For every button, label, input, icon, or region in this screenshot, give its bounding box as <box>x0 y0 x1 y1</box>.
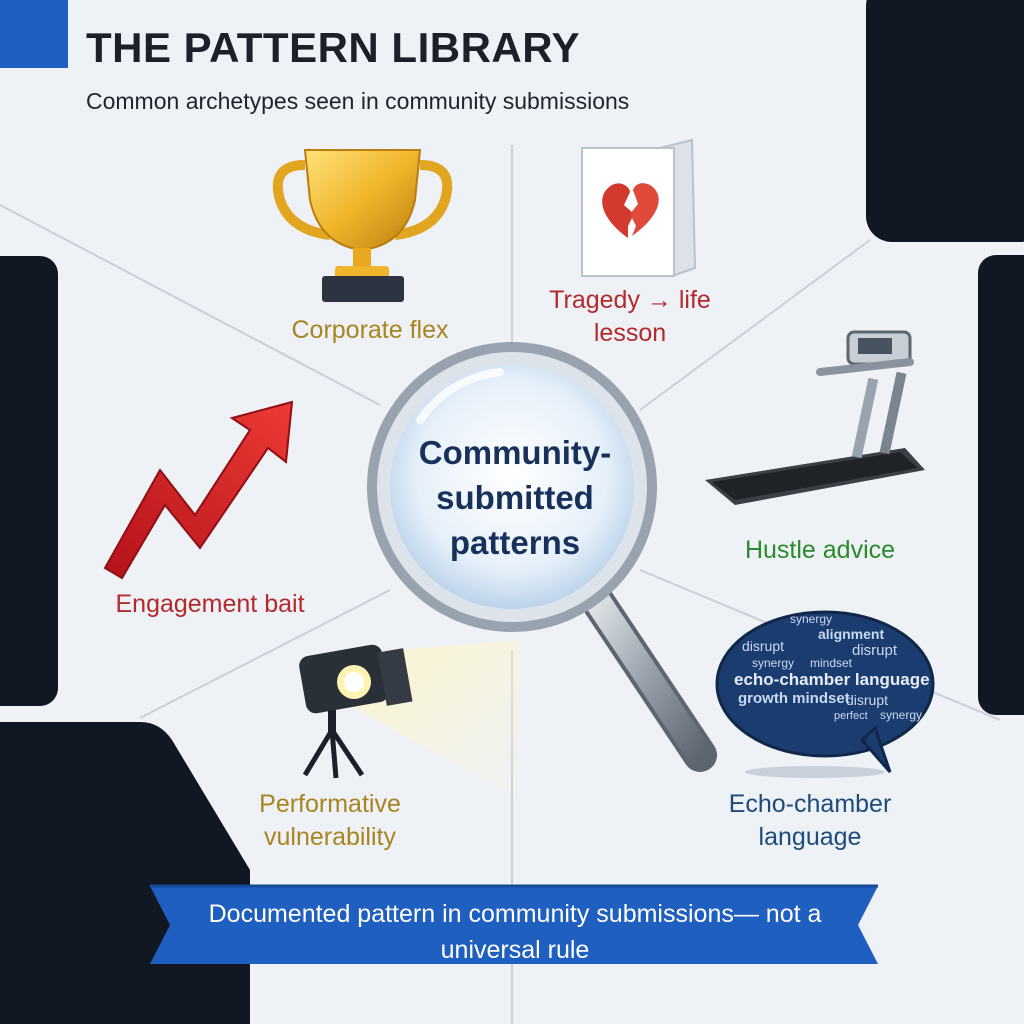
word-cloud-word: disrupt <box>742 638 785 654</box>
banner-text: Documented pattern in community submissi… <box>208 900 822 964</box>
word-cloud-word: synergy <box>790 612 833 626</box>
page-title: THE PATTERN LIBRARY <box>86 24 581 71</box>
broken-heart-card-icon <box>581 138 697 278</box>
word-cloud-word: growth mindset <box>738 690 850 707</box>
trending-arrow-icon <box>103 400 294 580</box>
word-cloud-word: mindset <box>810 656 853 670</box>
word-cloud-word: synergy <box>880 708 923 722</box>
word-cloud-word: synergy <box>752 656 795 670</box>
pattern-label-hustle-advice: Hustle advice <box>744 536 896 564</box>
pattern-label-corporate-flex: Corporate flex <box>291 316 449 344</box>
word-cloud-bubble-icon <box>715 610 935 778</box>
treadmill-icon <box>705 330 925 505</box>
pattern-label-tragedy-life-lesson: Tragedy → life lesson <box>549 286 711 347</box>
pattern-label-performative-vulnerability: Performative vulnerability <box>259 790 401 851</box>
word-cloud-word: perfect <box>834 710 868 722</box>
word-cloud-word: echo-chamber language <box>734 670 930 689</box>
pattern-label-engagement-bait: Engagement bait <box>115 590 305 618</box>
divider-lines <box>0 145 1001 1024</box>
word-cloud-word: alignment <box>818 626 885 642</box>
magnifying-glass-icon <box>367 342 717 772</box>
pattern-label-echo-chamber-language: Echo-chamber language <box>728 790 892 851</box>
word-cloud-word: disrupt <box>846 692 889 708</box>
trophy-icon <box>272 149 453 302</box>
banner-ribbon <box>150 884 878 964</box>
page-subtitle: Common archetypes seen in community subm… <box>86 88 630 114</box>
spotlight-icon <box>299 640 520 800</box>
center-label: Community-submitted patterns <box>418 434 612 561</box>
word-cloud-word: disrupt <box>852 642 898 659</box>
